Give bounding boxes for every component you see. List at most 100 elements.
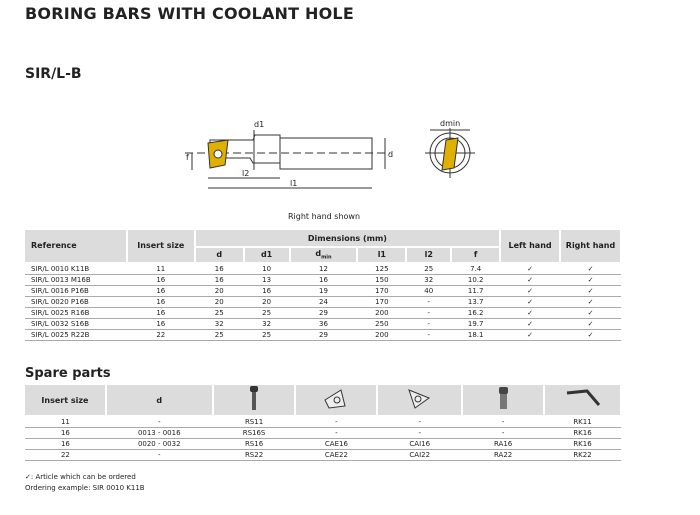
footnote-check: ✓: Article which can be ordered — [25, 473, 136, 481]
header-insert-size: Insert size — [25, 385, 107, 417]
table-cell: 200 — [357, 307, 407, 319]
table-cell: SIR/L 0025 R16B — [25, 307, 127, 319]
table-cell: RS16S — [212, 427, 296, 439]
label-d1: d1 — [254, 120, 264, 129]
table-cell: 22 — [126, 329, 195, 341]
spare-parts-title: Spare parts — [25, 366, 111, 381]
table-cell: ✓ — [500, 285, 561, 297]
header-l2: l2 — [406, 247, 453, 264]
table-cell: 20 — [243, 296, 290, 308]
table-cell: RS22 — [212, 449, 296, 461]
table-cell: 125 — [357, 262, 407, 275]
table-cell: 13 — [243, 274, 290, 286]
table-cell: 16 — [25, 438, 106, 450]
table-cell: 7.4 — [451, 262, 501, 275]
table-cell: 170 — [357, 296, 407, 308]
table-cell: ✓ — [560, 274, 621, 286]
table-cell: - — [462, 427, 545, 439]
table-cell: CAI22 — [377, 449, 463, 461]
header-d: d — [105, 385, 214, 417]
footnote-ordering-example: Ordering example: SIR 0010 K11B — [25, 484, 145, 492]
table-cell: - — [406, 329, 452, 341]
table-cell: 16 — [25, 427, 106, 439]
table-cell: ✓ — [560, 262, 621, 275]
shim-internal-icon — [377, 385, 464, 417]
table-cell: 32 — [243, 318, 290, 330]
header-l1: l1 — [357, 247, 408, 264]
table-cell: ✓ — [500, 307, 561, 319]
table-cell: 16 — [194, 274, 244, 286]
table-cell: 150 — [357, 274, 407, 286]
table-cell: SIR/L 0016 P16B — [25, 285, 127, 297]
table-cell: 25 — [406, 262, 452, 275]
table-cell: 19 — [289, 285, 358, 297]
table-cell: CAI16 — [377, 438, 463, 450]
table-cell: - — [377, 427, 463, 439]
table-cell: 13.7 — [451, 296, 501, 308]
table-cell: 250 — [357, 318, 407, 330]
table-cell: 25 — [243, 307, 290, 319]
table-cell: RS16 — [212, 438, 296, 450]
table-cell: ✓ — [500, 262, 561, 275]
table-cell: RK11 — [544, 416, 621, 428]
table-cell: CAE22 — [295, 449, 378, 461]
label-dmin: dmin — [440, 119, 460, 128]
table-cell: 10 — [243, 262, 290, 275]
table-cell: ✓ — [500, 329, 561, 341]
product-subtitle: SIR/L-B — [25, 66, 82, 82]
table-cell: SIR/L 0025 R22B — [25, 329, 127, 341]
label-l1: l1 — [290, 179, 297, 188]
page-title: BORING BARS WITH COOLANT HOLE — [25, 4, 354, 23]
table-cell: 16 — [126, 296, 195, 308]
table-cell: RK16 — [544, 427, 621, 439]
header-insert-size: Insert size — [126, 230, 196, 264]
table-cell: 11.7 — [451, 285, 501, 297]
table-row: 11-RS11---RK11 — [25, 416, 621, 428]
table-cell: 25 — [194, 307, 244, 319]
table-cell: 20 — [194, 285, 244, 297]
table-cell: 32 — [194, 318, 244, 330]
label-d: d — [388, 150, 393, 159]
table-cell: 16 — [194, 262, 244, 275]
header-dmin: dmin — [289, 247, 359, 264]
table-cell: 29 — [289, 307, 358, 319]
shim-external-icon — [295, 385, 379, 417]
table-cell: 11 — [126, 262, 195, 275]
table-cell: 16 — [126, 274, 195, 286]
table-cell: - — [295, 416, 378, 428]
table-cell: - — [406, 296, 452, 308]
table-cell: RA16 — [462, 438, 545, 450]
table-cell: 36 — [289, 318, 358, 330]
table-cell: 29 — [289, 329, 358, 341]
table-cell: SIR/L 0013 M16B — [25, 274, 127, 286]
table-cell: 16 — [289, 274, 358, 286]
table-cell: 16 — [126, 285, 195, 297]
table-cell: ✓ — [500, 296, 561, 308]
table-cell: - — [105, 416, 213, 428]
table-cell: 0020 - 0032 — [105, 438, 213, 450]
table-cell: RA22 — [462, 449, 545, 461]
torx-key-icon — [544, 385, 622, 417]
table-cell: 20 — [194, 296, 244, 308]
label-l2: l2 — [242, 169, 249, 178]
table-cell: 16 — [243, 285, 290, 297]
table-cell: ✓ — [500, 318, 561, 330]
table-cell: SIR/L 0032 S16B — [25, 318, 127, 330]
table-cell: SIR/L 0010 K11B — [25, 262, 127, 275]
header-right-hand: Right hand — [560, 230, 622, 264]
table-cell: 16.2 — [451, 307, 501, 319]
table-cell: - — [462, 416, 545, 428]
dimensions-table: Reference Insert size Dimensions (mm) Le… — [25, 230, 622, 341]
header-left-hand: Left hand — [500, 230, 562, 264]
header-reference: Reference — [25, 230, 128, 264]
table-cell: 25 — [243, 329, 290, 341]
table-cell: 200 — [357, 329, 407, 341]
